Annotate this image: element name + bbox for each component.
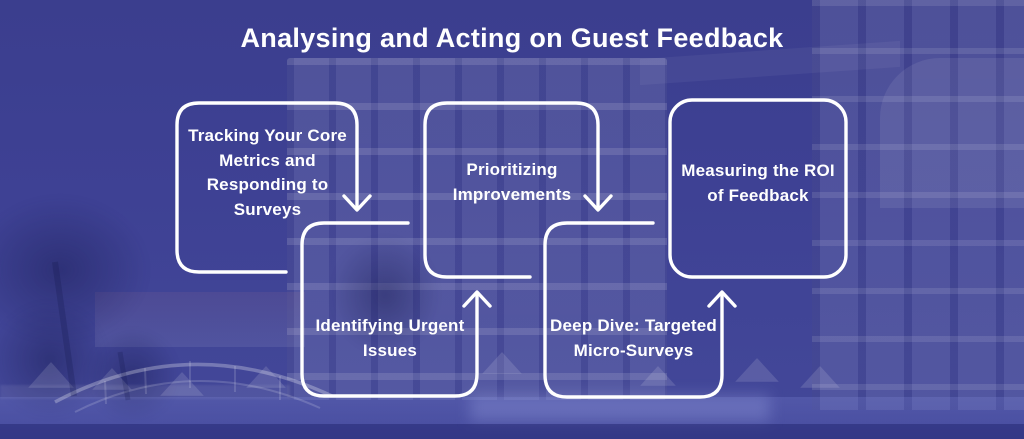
arrow-step2-to-step3-up-icon [462, 290, 492, 308]
arrow-step3-to-step4-down-icon [583, 194, 613, 212]
flow-step-1-label: Tracking Your Core Metrics and Respondin… [188, 126, 347, 219]
background-palm-tree [0, 300, 110, 420]
flow-step-2-outline [300, 221, 479, 398]
background-palm-tree [85, 328, 180, 423]
arrow-step4-to-step5-up-icon [707, 290, 737, 308]
arrow-step1-to-step2-down-icon [342, 194, 372, 212]
palm-trunk [52, 261, 77, 397]
flow-step-5-outline [668, 98, 848, 279]
bridge-rail [74, 379, 321, 413]
flow-step-3-outline [423, 101, 600, 279]
flow-step-1-outline [175, 101, 359, 274]
flow-step-4-outline [543, 221, 724, 399]
flow-step-5-label: Measuring the ROI of Feedback [681, 161, 835, 205]
flow-step-4-label: Deep Dive: Targeted Micro-Surveys [550, 316, 717, 360]
page-title: Analysing and Acting on Guest Feedback [240, 23, 784, 53]
bridge-posts [104, 361, 281, 405]
background-palm-tree [330, 235, 440, 355]
flow-step-2-label: Identifying Urgent Issues [315, 316, 465, 360]
bridge-arc [54, 362, 333, 404]
flow-step-3-label: Prioritizing Improvements [452, 160, 572, 204]
background-palm-tree [0, 195, 150, 345]
palm-trunk [117, 351, 131, 401]
